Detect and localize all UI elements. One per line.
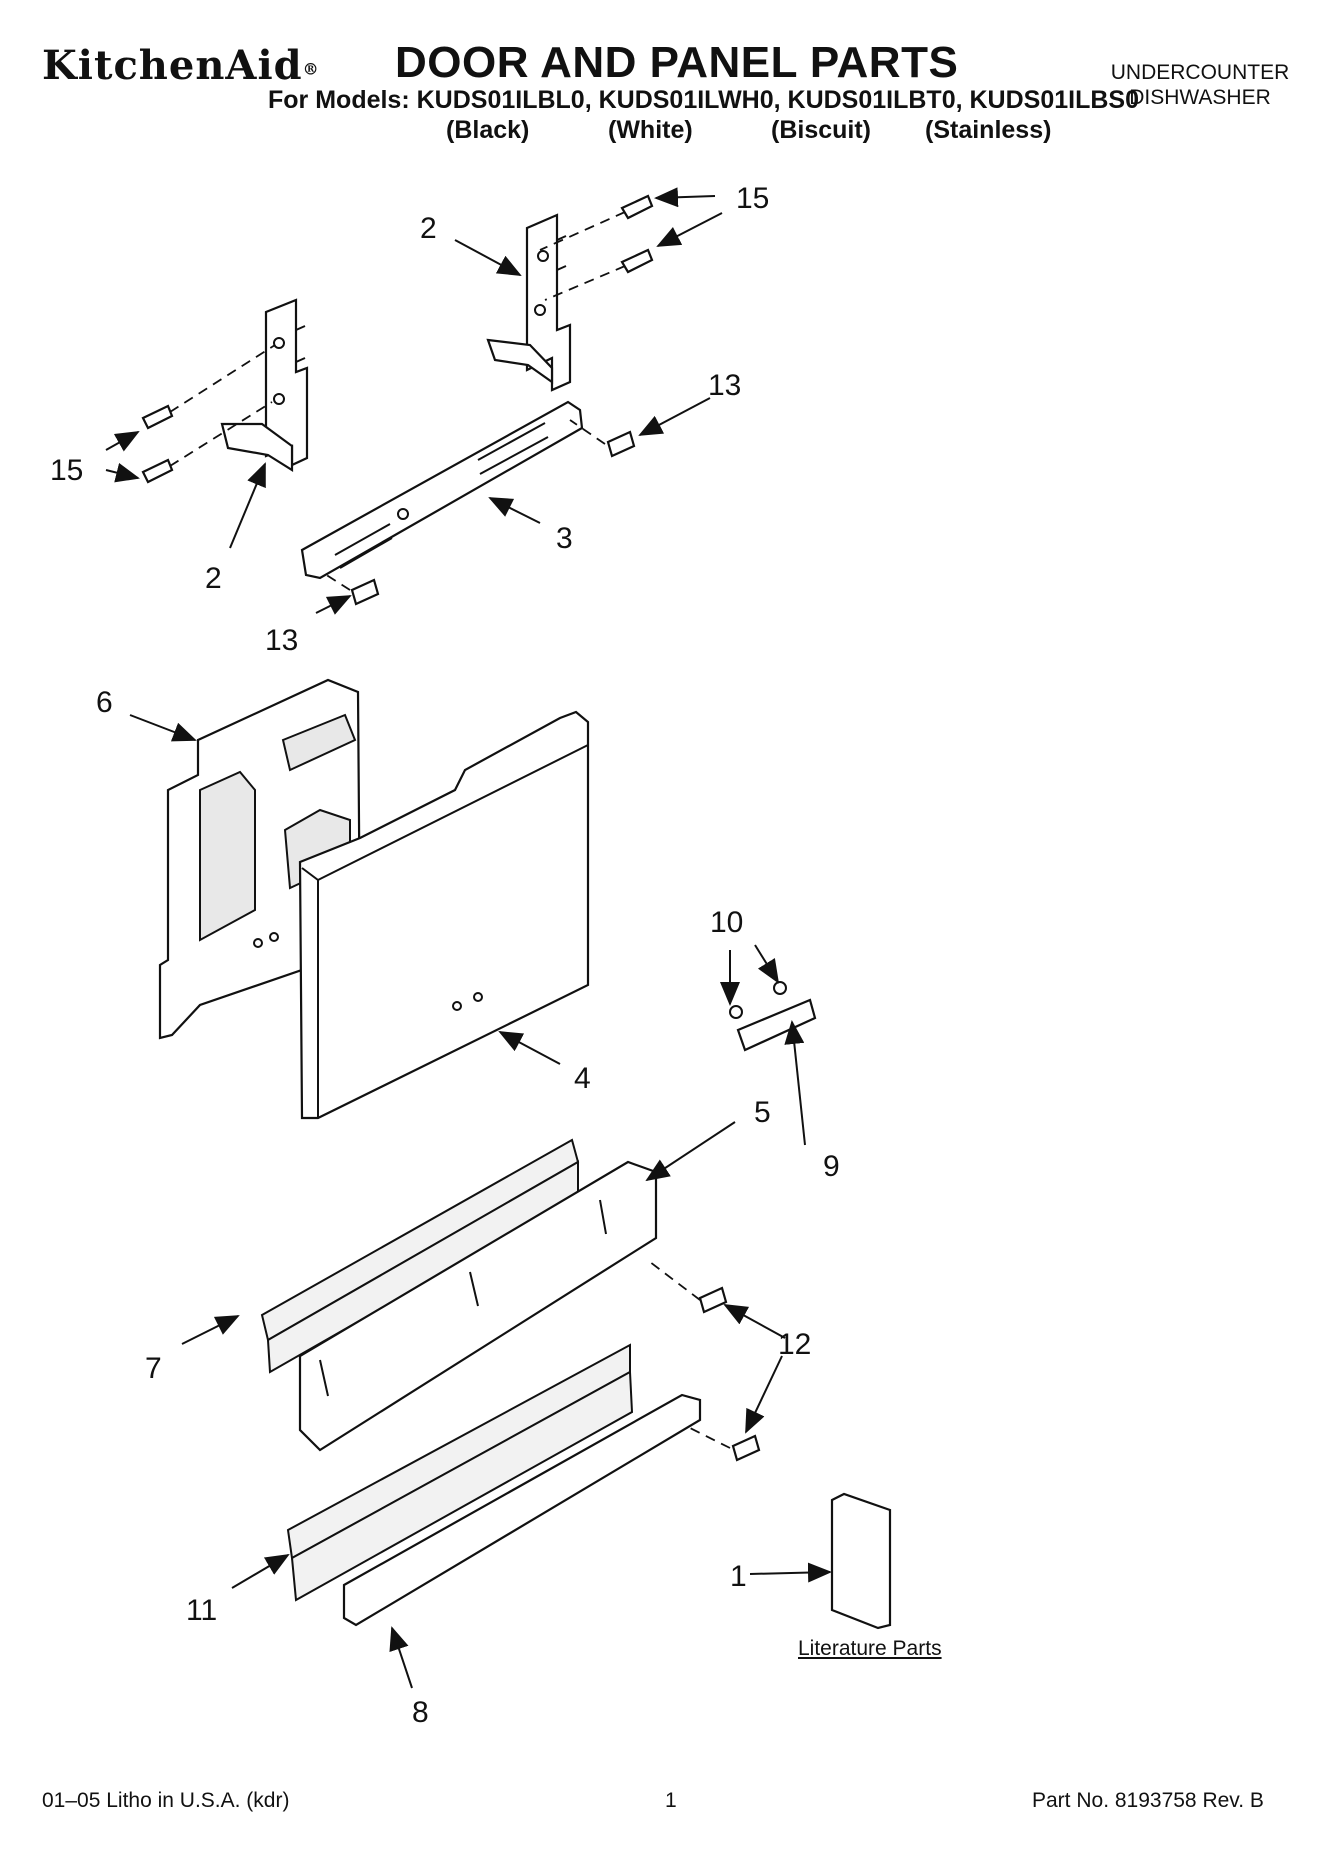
literature-parts-label: Literature Parts: [798, 1637, 942, 1660]
callout-15a: 15: [736, 182, 769, 215]
bottom-panel-insulation: [260, 1138, 658, 1452]
callout-15b: 15: [50, 454, 83, 487]
door-rail: [300, 400, 584, 580]
color-black: (Black): [446, 116, 530, 144]
callout-8: 8: [412, 1696, 429, 1729]
callout-2b: 2: [205, 562, 222, 595]
hinge-bracket-right: [486, 213, 572, 392]
page-title: DOOR AND PANEL PARTS: [395, 38, 959, 87]
callout-13a: 13: [708, 369, 741, 402]
callout-9: 9: [823, 1150, 840, 1183]
handle: [729, 981, 817, 1052]
brand-logo: KitchenAid®: [42, 42, 320, 89]
hinge-bracket-left: [220, 298, 309, 472]
callout-2a: 2: [420, 212, 437, 245]
screws: [141, 194, 761, 1462]
callout-labels: 15 2 13 15 2 3 13 6 10 4 9 5 7 12 1 11 8: [50, 182, 840, 1729]
toe-panel-insulation: [286, 1343, 702, 1627]
footer-litho: 01–05 Litho in U.S.A. (kdr): [42, 1789, 290, 1812]
alignment-lines: [169, 211, 731, 1449]
model-list: For Models: KUDS01ILBL0, KUDS01ILWH0, KU…: [268, 86, 1139, 114]
callout-7: 7: [145, 1352, 162, 1385]
callout-6: 6: [96, 686, 113, 719]
callout-12: 12: [778, 1328, 811, 1361]
footer-part-number: Part No. 8193758 Rev. B: [1032, 1789, 1264, 1812]
callout-arrows: [105, 187, 832, 1689]
callout-5: 5: [754, 1096, 771, 1129]
callout-4: 4: [574, 1062, 591, 1095]
color-stainless: (Stainless): [925, 116, 1052, 144]
callout-11: 11: [186, 1594, 217, 1627]
callout-1: 1: [730, 1560, 747, 1593]
outer-door-panel: [298, 710, 590, 1120]
callout-10: 10: [710, 906, 743, 939]
color-biscuit: (Biscuit): [771, 116, 871, 144]
appliance-type: UNDERCOUNTER DISHWASHER: [1110, 61, 1290, 109]
color-white: (White): [608, 116, 693, 144]
literature-booklet: [830, 1492, 892, 1630]
footer-page-number: 1: [665, 1789, 677, 1812]
callout-13b: 13: [265, 624, 298, 657]
callout-3: 3: [556, 522, 573, 555]
